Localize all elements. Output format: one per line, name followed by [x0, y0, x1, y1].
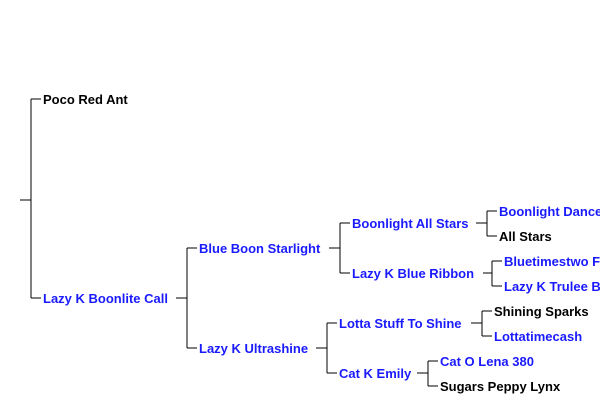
gen4-name: Shining Sparks [494, 304, 589, 319]
gen4-name-link[interactable]: Lottatimecash [494, 329, 582, 344]
dam-dam-dam-name-link[interactable]: Cat K Emily [339, 366, 412, 381]
gen4-name-link[interactable]: Bluetimestwo Flash [504, 254, 600, 269]
dam-sire-name-link[interactable]: Blue Boon Starlight [199, 241, 321, 256]
dam-sire-sire-name-link[interactable]: Boonlight All Stars [352, 216, 469, 231]
connector-lines [20, 98, 502, 387]
dam-name-link[interactable]: Lazy K Boonlite Call [43, 291, 168, 306]
dam-dam-sire-name-link[interactable]: Lotta Stuff To Shine [339, 316, 462, 331]
gen4-name-link[interactable]: Cat O Lena 380 [440, 354, 534, 369]
dam-sire-dam-name-link[interactable]: Lazy K Blue Ribbon [352, 266, 474, 281]
horse-names: Poco Red Ant Lazy K Boonlite Call Blue B… [43, 92, 600, 394]
gen4-name: Sugars Peppy Lynx [440, 379, 561, 394]
gen4-name-link[interactable]: Lazy K Trulee Blue [504, 279, 600, 294]
gen4-name-link[interactable]: Boonlight Dancer [499, 204, 600, 219]
sire-name: Poco Red Ant [43, 92, 128, 107]
dam-dam-name-link[interactable]: Lazy K Ultrashine [199, 341, 308, 356]
gen4-name: All Stars [499, 229, 552, 244]
